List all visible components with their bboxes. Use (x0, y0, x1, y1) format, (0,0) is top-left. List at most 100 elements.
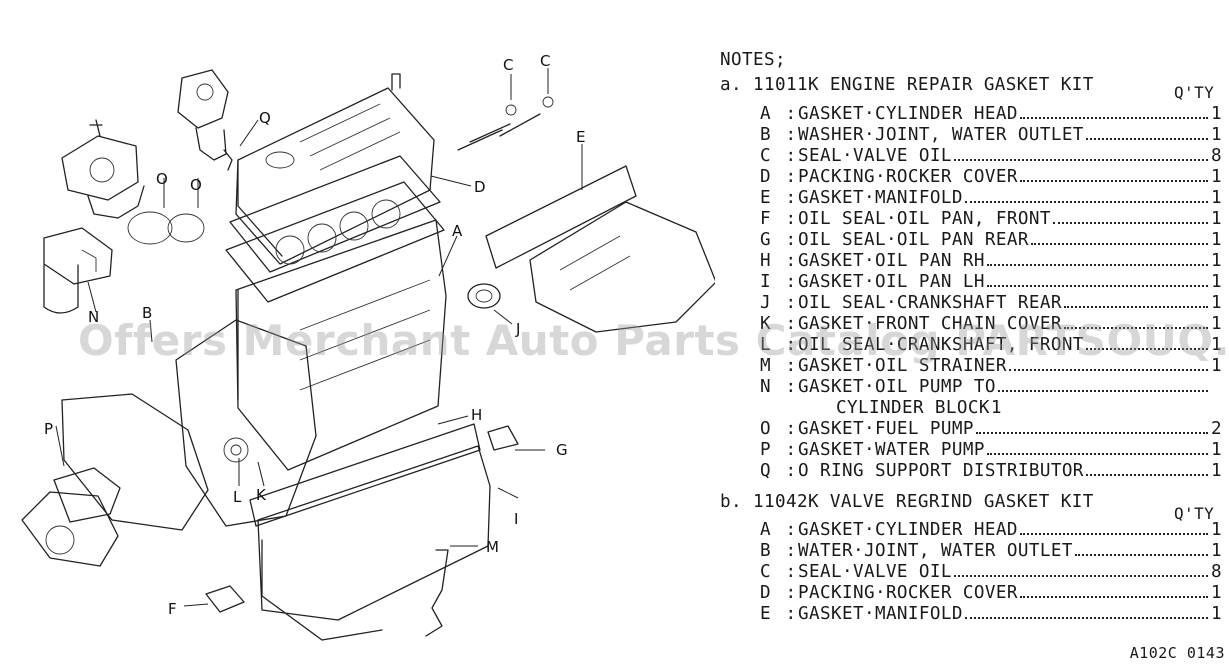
part-letter: M (760, 356, 771, 376)
separator: : (785, 541, 797, 561)
callout-m: M (486, 538, 499, 556)
part-letter: P (760, 440, 771, 460)
separator: : (785, 335, 797, 355)
leader-dots (1030, 243, 1208, 245)
part-qty: 1 (1211, 440, 1222, 460)
oil-filter-drawing (43, 227, 113, 314)
part-qty: 1 (990, 398, 1002, 418)
callout-e: E (576, 128, 585, 146)
part-name: GASKET·WATER PUMP (798, 440, 985, 460)
separator: : (785, 461, 797, 481)
small-parts-drawing (127, 96, 554, 637)
leader-dots (1052, 222, 1208, 224)
part-letter: L (760, 335, 771, 355)
part-letter: C (760, 562, 771, 582)
separator: : (785, 440, 797, 460)
part-name: OIL SEAL·CRANKSHAFT REAR (798, 293, 1062, 313)
leader-dots (953, 575, 1208, 577)
fuel-pump-drawing (61, 119, 145, 219)
leader-dots (1085, 474, 1208, 476)
callout-c-right: C (540, 52, 550, 70)
parts-row: P:GASKET·WATER PUMP 1 (760, 440, 1222, 461)
part-letter: B (760, 541, 771, 561)
part-qty: 1 (1211, 167, 1222, 187)
part-qty: 1 (1211, 461, 1222, 481)
part-name: GASKET·OIL PAN LH (798, 272, 985, 292)
part-qty: 1 (1211, 293, 1222, 313)
cylinder-block-drawing (235, 219, 447, 471)
leader-dots (986, 264, 1208, 266)
leader-dots (1008, 369, 1208, 371)
part-name: OIL SEAL·OIL PAN, FRONT (798, 209, 1051, 229)
part-name: PACKING·ROCKER COVER (798, 583, 1018, 603)
separator: : (785, 125, 797, 145)
callout-a: A (452, 222, 463, 240)
water-pump-drawing (21, 393, 209, 567)
callout-o-right: O (190, 176, 202, 194)
separator: : (785, 562, 797, 582)
separator: : (785, 377, 797, 397)
leader-dots (964, 201, 1208, 203)
callout-j: J (515, 320, 520, 338)
part-letter: E (760, 604, 771, 624)
leader-dots (1085, 348, 1208, 350)
parts-row: D:PACKING·ROCKER COVER 1 (760, 583, 1222, 604)
manifold-drawing (485, 165, 715, 333)
part-name: O RING SUPPORT DISTRIBUTOR (798, 461, 1084, 481)
callout-i: I (514, 510, 518, 528)
part-name: GASKET·OIL STRAINER (798, 356, 1007, 376)
part-name: GASKET·MANIFOLD (798, 188, 963, 208)
parts-row: N:GASKET·OIL PUMP TO (760, 377, 1222, 398)
part-qty: 1 (1211, 125, 1222, 145)
separator: : (785, 188, 797, 208)
part-letter: K (760, 314, 771, 334)
part-letter: C (760, 146, 771, 166)
separator: : (785, 314, 797, 334)
part-qty: 1 (1211, 583, 1222, 603)
part-name: GASKET·OIL PAN RH (798, 251, 985, 271)
part-letter: O (760, 419, 771, 439)
part-letter: F (760, 209, 771, 229)
part-name: GASKET·MANIFOLD (798, 604, 963, 624)
part-name: PACKING·ROCKER COVER (798, 167, 1018, 187)
kit-a-title: a. 11011K ENGINE REPAIR GASKET KIT (720, 75, 1094, 95)
part-name: SEAL·VALVE OIL (798, 146, 952, 166)
separator: : (785, 251, 797, 271)
callout-q: Q (259, 109, 271, 127)
separator: : (785, 520, 797, 540)
part-name: WATER·JOINT, WATER OUTLET (798, 541, 1073, 561)
front-cover-drawing (175, 319, 317, 527)
leader-dots (975, 432, 1208, 434)
part-qty: 1 (1211, 520, 1222, 540)
separator: : (785, 583, 797, 603)
part-qty: 1 (1211, 604, 1222, 624)
leader-dots (953, 159, 1208, 161)
separator: : (785, 293, 797, 313)
leader-lines (55, 68, 583, 607)
part-letter: J (760, 293, 771, 313)
callout-n: N (88, 308, 99, 326)
part-letter: D (760, 583, 771, 603)
callout-b: B (142, 304, 152, 322)
leader-dots (964, 617, 1208, 619)
callout-c-left: C (503, 56, 513, 74)
callout-l: L (233, 488, 242, 506)
part-qty: 1 (1211, 188, 1222, 208)
part-letter: I (760, 272, 771, 292)
leader-dots (986, 453, 1208, 455)
part-letter: H (760, 251, 771, 271)
